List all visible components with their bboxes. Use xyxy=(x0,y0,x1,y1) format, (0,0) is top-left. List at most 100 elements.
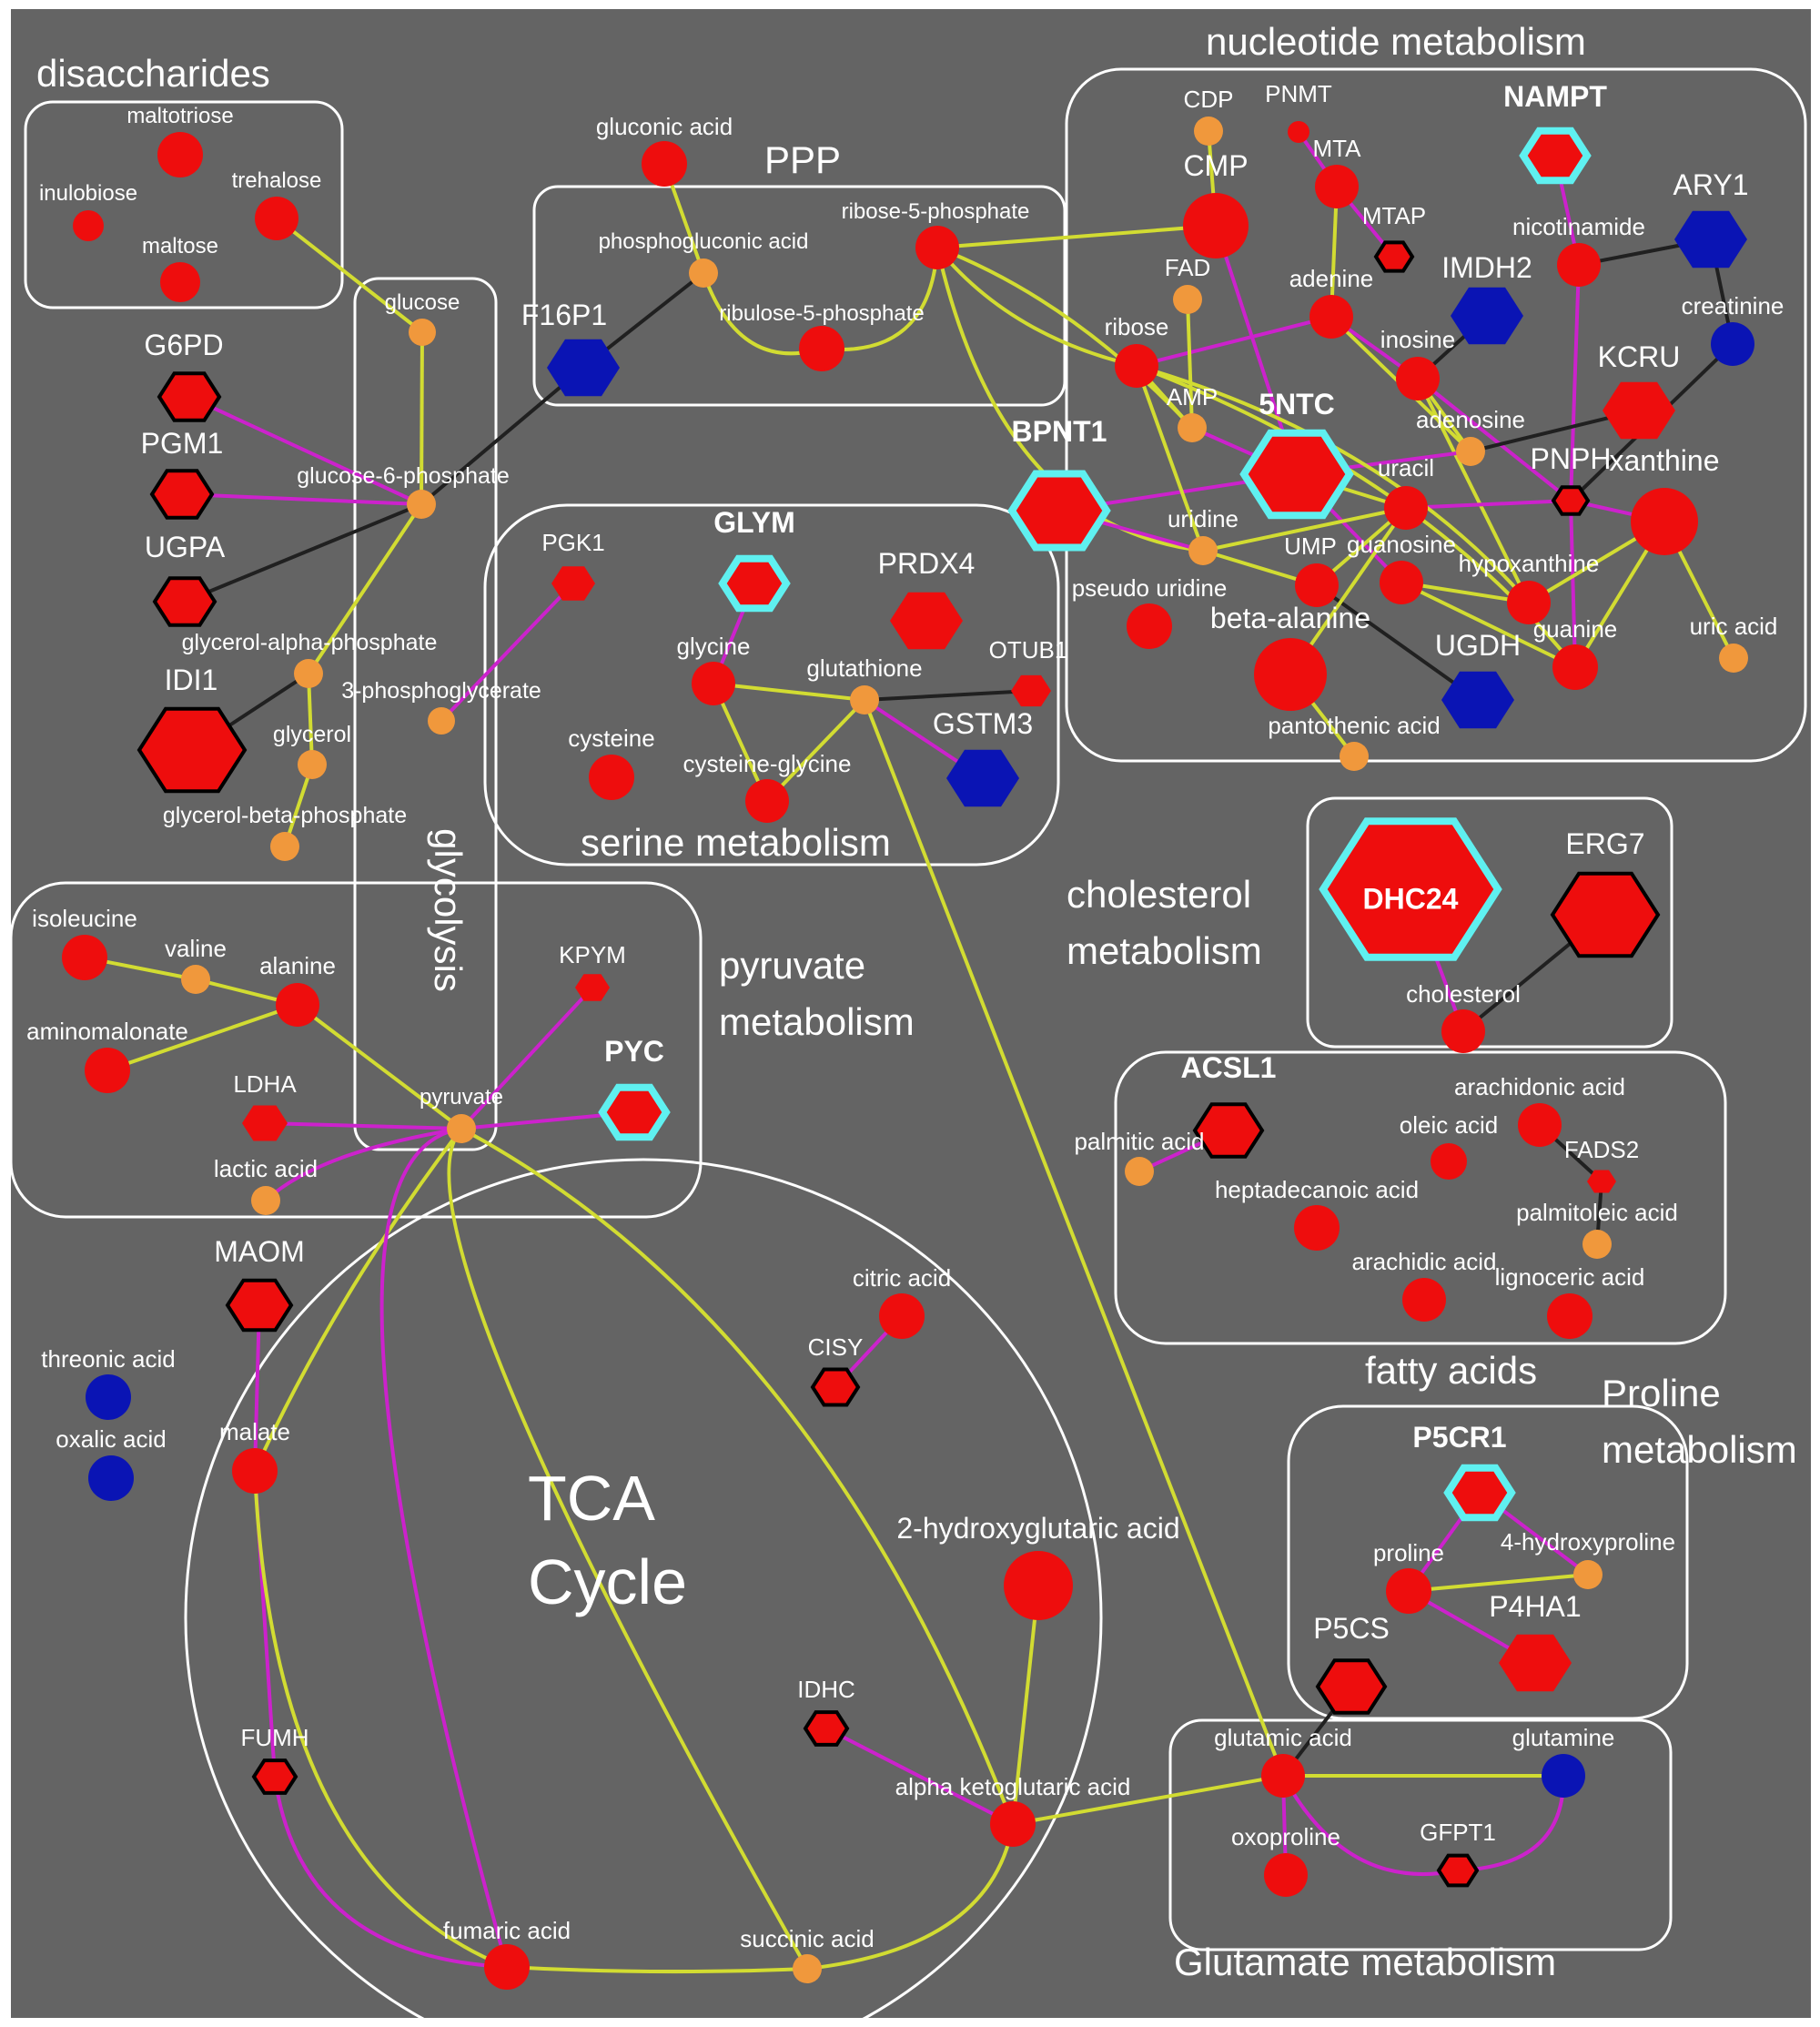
edge-uracil-PNPH xyxy=(1405,499,1572,510)
node-phosphogluconic_acid xyxy=(689,258,718,288)
node-label-valine: valine xyxy=(165,935,227,962)
node-guanine xyxy=(1552,644,1598,690)
node-label-fumaric_acid: fumaric acid xyxy=(443,1917,571,1944)
node-label-glycerol_alpha_p: glycerol-alpha-phosphate xyxy=(182,630,438,655)
group-box-glycolysis xyxy=(353,277,498,1151)
node-alanine xyxy=(276,983,319,1027)
node-inulobiose xyxy=(73,210,104,241)
group-box-disaccharides xyxy=(24,100,344,309)
node-label-NTC5: 5NTC xyxy=(1259,388,1335,421)
node-label-citric_acid: citric acid xyxy=(853,1264,951,1292)
node-label-phosphogluconic_acid: phosphogluconic acid xyxy=(599,229,809,254)
node-label-beta_alanine: beta-alanine xyxy=(1210,602,1370,634)
node-label-nicotinamide: nicotinamide xyxy=(1512,213,1645,240)
node-maltotriose xyxy=(157,132,203,177)
edge-ribose5p-ribose xyxy=(935,246,1138,368)
node-gluconic_acid xyxy=(642,141,687,187)
node-label-IMDH2: IMDH2 xyxy=(1441,251,1532,284)
edge-FAD-AMP xyxy=(1186,299,1194,429)
node-label-lactic_acid: lactic acid xyxy=(214,1155,318,1182)
node-label-GLYM: GLYM xyxy=(713,506,795,539)
node-UGPA xyxy=(152,576,217,627)
edge-nicotinamide-PNPH xyxy=(1569,264,1581,502)
node-adenosine xyxy=(1456,437,1485,466)
edge-malate-fumaric_acid xyxy=(253,1470,508,1969)
node-trehalose xyxy=(255,197,298,240)
group-boxes xyxy=(9,67,1807,2027)
edge-MAOM-malate xyxy=(253,1304,261,1472)
node-glutathione xyxy=(850,685,879,715)
node-label-MTAP: MTAP xyxy=(1362,202,1426,229)
node-ribulose5p xyxy=(799,326,844,371)
node-label-P4HA1: P4HA1 xyxy=(1489,1590,1581,1623)
node-malate xyxy=(232,1448,278,1494)
node-guanosine xyxy=(1380,561,1423,604)
node-label-glycine: glycine xyxy=(677,633,751,660)
edge-aminomalonate-alanine xyxy=(106,1003,298,1072)
node-label-IDI1: IDI1 xyxy=(165,664,218,696)
edge-LDHA-pyruvate xyxy=(264,1121,462,1130)
node-aminomalonate xyxy=(85,1048,130,1093)
node-KCRU xyxy=(1603,381,1675,440)
node-label-isoleucine: isoleucine xyxy=(32,905,137,932)
node-creatinine xyxy=(1711,322,1754,366)
node-IDI1 xyxy=(136,706,248,794)
node-label-pg3: 3-phosphoglycerate xyxy=(341,678,541,704)
node-label-maltotriose: maltotriose xyxy=(126,104,233,128)
node-citric_acid xyxy=(879,1293,925,1339)
edge-glucose6p-glycerol_alpha_p xyxy=(307,502,423,675)
node-label-proline: proline xyxy=(1373,1539,1444,1566)
node-MTAP xyxy=(1373,240,1415,273)
node-label-ACSL1: ACSL1 xyxy=(1181,1051,1277,1084)
edge-uridine-uracil xyxy=(1202,506,1407,552)
node-LDHA xyxy=(242,1105,288,1141)
node-inosine xyxy=(1396,357,1440,400)
node-threonic_acid xyxy=(86,1374,131,1420)
node-label-creatinine: creatinine xyxy=(1682,292,1785,319)
node-pyruvate xyxy=(447,1114,476,1143)
node-label-arachidonic_acid: arachidonic acid xyxy=(1454,1073,1625,1100)
group-label-disaccharides: disaccharides xyxy=(36,52,270,95)
edge-pyruvate-akg xyxy=(460,1127,1015,1825)
edge-FUMH-fumaric_acid xyxy=(273,1776,508,1969)
node-PYC xyxy=(598,1083,671,1141)
edge-trehalose-glucose xyxy=(275,217,424,334)
node-label-cysteine: cysteine xyxy=(568,725,654,752)
node-hypoxanthine xyxy=(1507,581,1551,624)
node-label-akg: alpha ketoglutaric acid xyxy=(895,1773,1131,1800)
node-hydroxyproline xyxy=(1573,1560,1603,1589)
node-AMP xyxy=(1178,413,1207,442)
node-label-arachidic_acid: arachidic acid xyxy=(1352,1248,1497,1275)
node-xanthine xyxy=(1631,488,1698,555)
edge-glutathione-OTUB1 xyxy=(864,689,1032,702)
node-proline xyxy=(1386,1568,1431,1614)
node-NAMPT xyxy=(1519,127,1592,185)
node-G6PD xyxy=(157,371,222,422)
node-MTA xyxy=(1315,165,1359,208)
edge-pyruvate-succinic_acid xyxy=(447,1127,809,1970)
group-box-fatty xyxy=(1114,1050,1727,1345)
node-label-UGDH: UGDH xyxy=(1435,629,1521,662)
node-label-IDHC: IDHC xyxy=(797,1676,855,1703)
node-label-malate: malate xyxy=(219,1418,290,1445)
edge-pyruvate-fumaric_acid xyxy=(379,1127,509,1968)
edge-PGM1-glucose6p xyxy=(181,492,422,506)
edge-ribose5p-uridine xyxy=(935,247,1204,552)
node-label-ribulose5p: ribulose-5-phosphate xyxy=(719,301,924,326)
node-label-F16P1: F16P1 xyxy=(521,299,607,331)
node-ARY1 xyxy=(1674,210,1747,269)
group-box-tca xyxy=(184,1158,1103,2027)
group-label-fatty: fatty acids xyxy=(1365,1349,1537,1392)
node-label-P5CR1: P5CR1 xyxy=(1412,1421,1506,1454)
node-UGDH xyxy=(1441,671,1514,729)
node-label-cysteine_glycine: cysteine-glycine xyxy=(683,750,852,777)
edge-UMP-UGDH xyxy=(1315,583,1480,702)
node-label-PRDX4: PRDX4 xyxy=(878,547,976,580)
node-CISY xyxy=(810,1367,861,1407)
node-glycerol_beta_p xyxy=(270,832,299,861)
node-label-glucose: glucose xyxy=(385,290,460,315)
